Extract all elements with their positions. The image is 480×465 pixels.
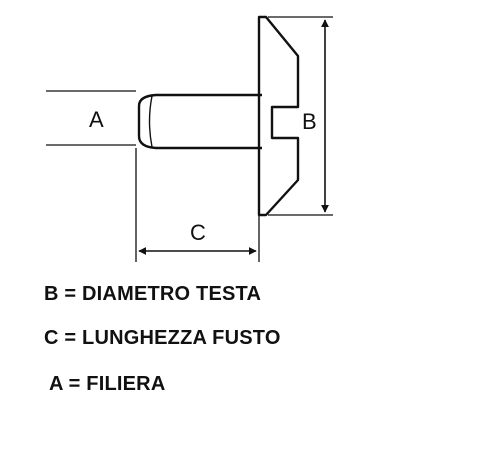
- screw-shank: [137, 93, 262, 150]
- dimension-c-lines: [135, 148, 260, 262]
- screw-head: [257, 15, 300, 217]
- dimension-label-c: C: [190, 220, 206, 245]
- dimension-b-lines: [268, 16, 333, 216]
- dimension-label-a: A: [89, 107, 104, 132]
- dimension-a-lines: [46, 90, 136, 146]
- dimension-label-b: B: [302, 109, 317, 134]
- legend-c: C = LUNGHEZZA FUSTO: [44, 327, 281, 349]
- legend-b: B = DIAMETRO TESTA: [44, 283, 262, 305]
- legend-a: A = FILIERA: [49, 373, 166, 395]
